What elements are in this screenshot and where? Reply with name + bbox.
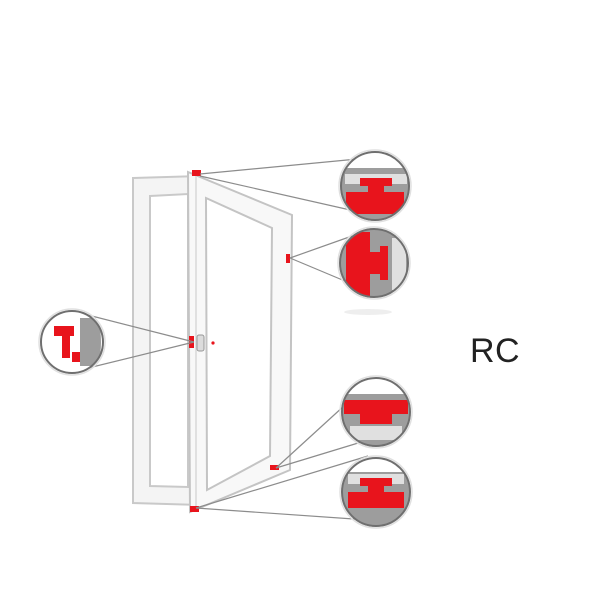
rc-label: RC: [470, 332, 521, 370]
locking-point-top: [192, 170, 201, 176]
locking-point-bottom-right: [270, 465, 279, 470]
window-sash: [186, 170, 294, 514]
callout-bottom-right: [339, 375, 413, 449]
callout-bottom: [339, 455, 413, 529]
shadow-hint: [344, 309, 392, 315]
locking-point-side: [286, 254, 290, 263]
door-handle-icon: [196, 334, 215, 352]
callout-side: [337, 226, 411, 300]
callout-leaders: [79, 157, 369, 521]
locking-point-bottom: [190, 506, 199, 512]
callout-handle: [38, 308, 106, 376]
callout-top: [338, 149, 412, 223]
